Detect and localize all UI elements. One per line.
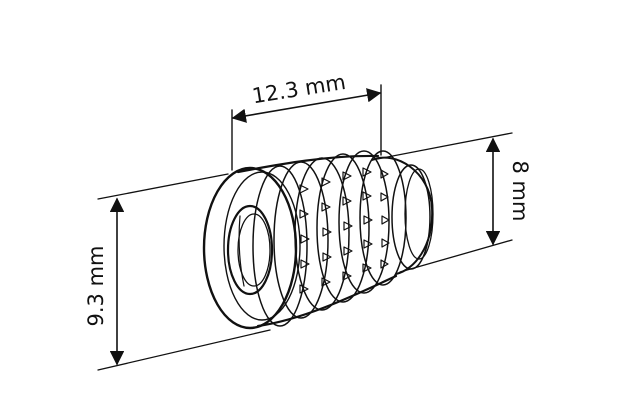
length-arrow [231, 88, 382, 123]
knurl-teeth [299, 167, 390, 294]
bore-inner-edge [237, 213, 271, 287]
rear-collar-groove [391, 164, 431, 270]
outer-diameter-label: 9.3 mm [84, 246, 108, 327]
insert-body [202, 150, 434, 330]
knurl-bands [252, 150, 407, 327]
body-top-edge [236, 154, 380, 174]
length-dimension: 12.3 mm [231, 70, 382, 171]
front-flange-outer [202, 166, 298, 330]
inner-extension-top [371, 132, 513, 161]
length-label: 12.3 mm [250, 70, 347, 108]
bore-thread [238, 215, 245, 287]
outer-extension-bottom [97, 329, 271, 371]
inner-diameter-label: 8 mm [508, 161, 532, 222]
bore-opening [226, 204, 274, 296]
outer-diameter-dimension: 9.3 mm [84, 173, 271, 371]
front-flange-rim [223, 171, 301, 321]
rear-collar-edge [404, 168, 434, 260]
outer-extension-top [97, 173, 229, 200]
inner-diameter-dimension: 8 mm [371, 132, 532, 273]
